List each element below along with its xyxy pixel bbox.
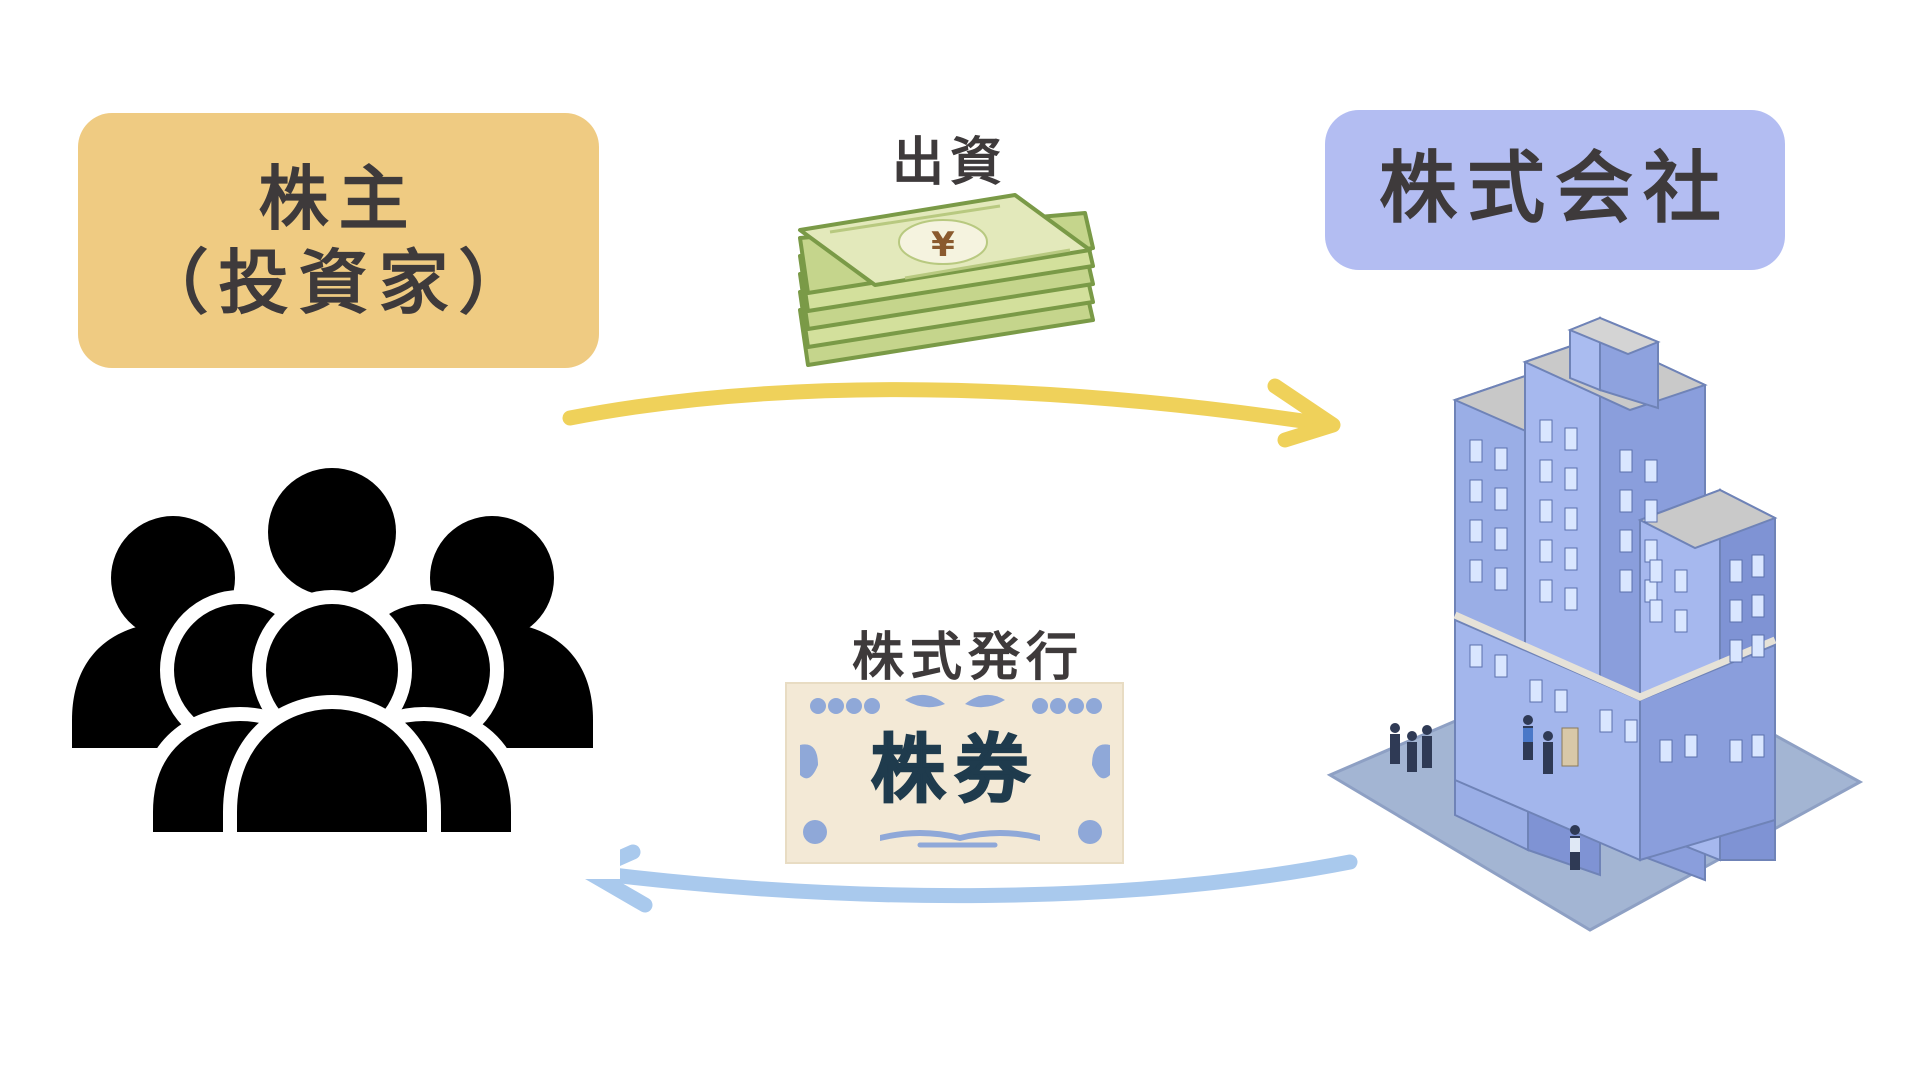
shareholder-box: 株主 （投資家） [78, 113, 599, 368]
stock-certificate-icon: 株券 [785, 682, 1124, 864]
shareholder-subtitle: （投資家） [138, 241, 539, 324]
people-group-icon [60, 468, 620, 879]
office-building-icon [1326, 316, 1864, 932]
issuance-label: 株式発行 [851, 628, 1084, 688]
company-box: 株式会社 [1325, 110, 1785, 270]
investment-label: 出資 [891, 133, 1008, 193]
stock-certificate-text: 株券 [871, 727, 1039, 813]
yen-symbol: ¥ [931, 225, 955, 265]
cash-stack-icon: ¥ [798, 193, 1095, 367]
company-title: 株式会社 [1378, 144, 1731, 235]
investment-arrow [562, 378, 1341, 448]
shareholder-title: 株主 [258, 157, 419, 240]
